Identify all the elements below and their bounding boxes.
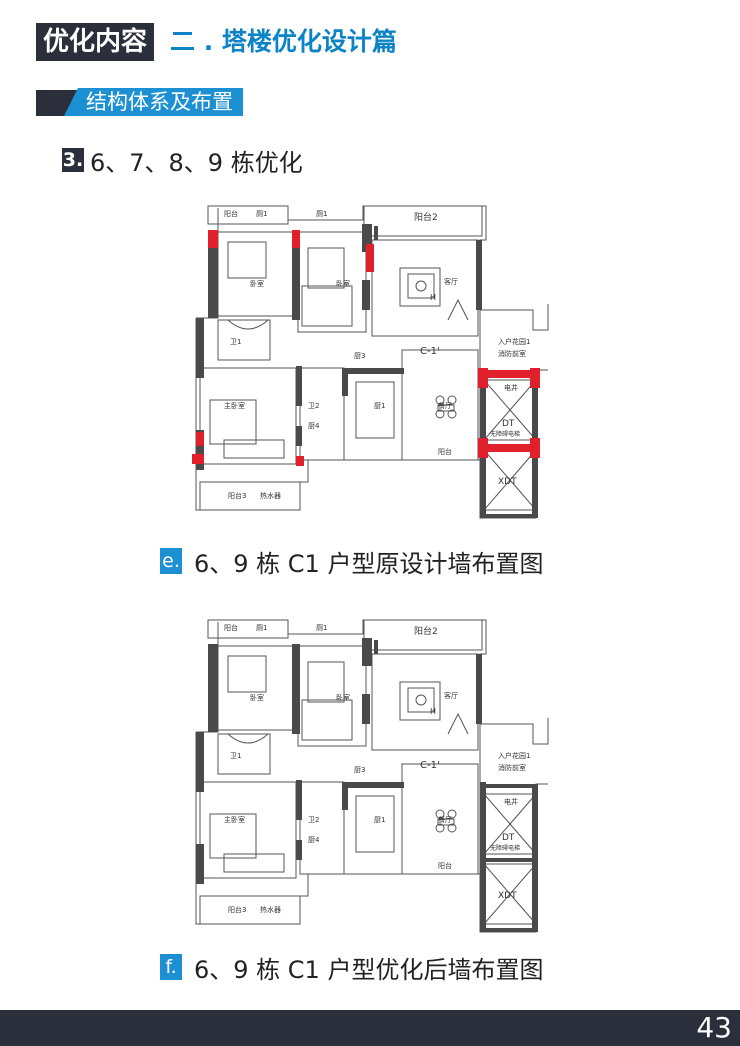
balcony-4-label: 阳台 (438, 861, 452, 870)
balcony-4-label: 阳台 (438, 447, 452, 456)
master-bedroom-label: 主卧室 (224, 815, 245, 824)
h-mark: H (430, 293, 436, 302)
wash-4-label: 厨4 (308, 422, 320, 430)
balcony-label: 阳台 (224, 209, 238, 218)
unit-label: C-1' (420, 760, 440, 771)
toilet-2-label: 卫2 (308, 402, 319, 410)
toilet-label: 厕1 (256, 624, 267, 632)
section-title: 二 . 塔楼优化设计篇 (170, 27, 397, 56)
master-bedroom-label: 主卧室 (224, 401, 245, 410)
water-heater-label: 热水器 (260, 491, 281, 500)
elevator-dt-sub-label: 无障碍电梯 (490, 844, 520, 852)
toilet-label: 厕1 (256, 210, 267, 218)
elevator-dt-sub-label: 无障碍电梯 (490, 430, 520, 438)
item-heading: 3. 6、7、8、9 栋优化 (62, 146, 303, 177)
floor-plan-optimized: 阳台 厕1 厕1 阳台2 卧室 卧室 客厅 H 卫1 C-1' 厨3 入户花园1… (195, 619, 549, 933)
elevator-room-label: 电井 (504, 383, 518, 392)
page-number: 43 (696, 1011, 732, 1044)
figure-caption: f. 6、9 栋 C1 户型优化后墙布置图 (160, 952, 544, 984)
wash-3-label: 厨3 (354, 352, 365, 360)
dining-room-label: 餐厅 (438, 401, 452, 410)
item-number: 3. (62, 148, 84, 172)
subsection-label: 结构体系及布置 (64, 88, 243, 116)
balcony-2-label: 阳台2 (414, 211, 438, 223)
balcony-3-label: 阳台3 (228, 905, 246, 914)
figure-marker: e. (160, 548, 182, 574)
entry-garden-label: 入户花园1 (498, 337, 530, 346)
balcony-3-label: 阳台3 (228, 491, 246, 500)
fire-space-label: 消防前室 (498, 349, 526, 358)
kitchen-label: 厨1 (374, 402, 385, 410)
water-heater-label: 热水器 (260, 905, 281, 914)
bedroom-label: 卧室 (250, 279, 264, 288)
bedroom-label: 卧室 (250, 693, 264, 702)
unit-label: C-1' (420, 346, 440, 357)
wash-3-label: 厨3 (354, 766, 365, 774)
bedroom-2-label: 卧室 (336, 693, 350, 702)
floor-plan-original: 阳台 厕1 厕1 阳台2 卧室 卧室 客厅 H 卫1 C-1' 厨3 入户花园1… (192, 205, 549, 519)
h-mark: H (430, 707, 436, 716)
figure-caption-text: 6、9 栋 C1 户型优化后墙布置图 (194, 955, 544, 984)
dining-room-label: 餐厅 (438, 815, 452, 824)
elevator-dt-label: DT (502, 833, 515, 843)
wash-label: 厕1 (316, 210, 327, 218)
bath-1-label: 卫1 (230, 338, 241, 346)
living-room-label: 客厅 (444, 691, 458, 700)
figure-caption-text: 6、9 栋 C1 户型原设计墙布置图 (194, 549, 544, 578)
bath-1-label: 卫1 (230, 752, 241, 760)
entry-garden-label: 入户花园1 (498, 751, 530, 760)
wash-label: 厕1 (316, 624, 327, 632)
balcony-2-label: 阳台2 (414, 625, 438, 637)
elevator-xdt-label: XDT (498, 477, 517, 487)
section-tag: 优化内容 (36, 23, 154, 61)
balcony-label: 阳台 (224, 623, 238, 632)
fire-space-label: 消防前室 (498, 763, 526, 772)
elevator-room-label: 电井 (504, 797, 518, 806)
elevator-dt-label: DT (502, 419, 515, 429)
figure-marker: f. (160, 954, 182, 980)
elevator-xdt-label: XDT (498, 891, 517, 901)
page-footer: 43 (0, 1010, 740, 1046)
toilet-2-label: 卫2 (308, 816, 319, 824)
figure-caption: e. 6、9 栋 C1 户型原设计墙布置图 (160, 546, 544, 578)
kitchen-label: 厨1 (374, 816, 385, 824)
wash-4-label: 厨4 (308, 836, 320, 844)
item-title: 6、7、8、9 栋优化 (90, 148, 303, 177)
living-room-label: 客厅 (444, 277, 458, 286)
bedroom-2-label: 卧室 (336, 279, 350, 288)
